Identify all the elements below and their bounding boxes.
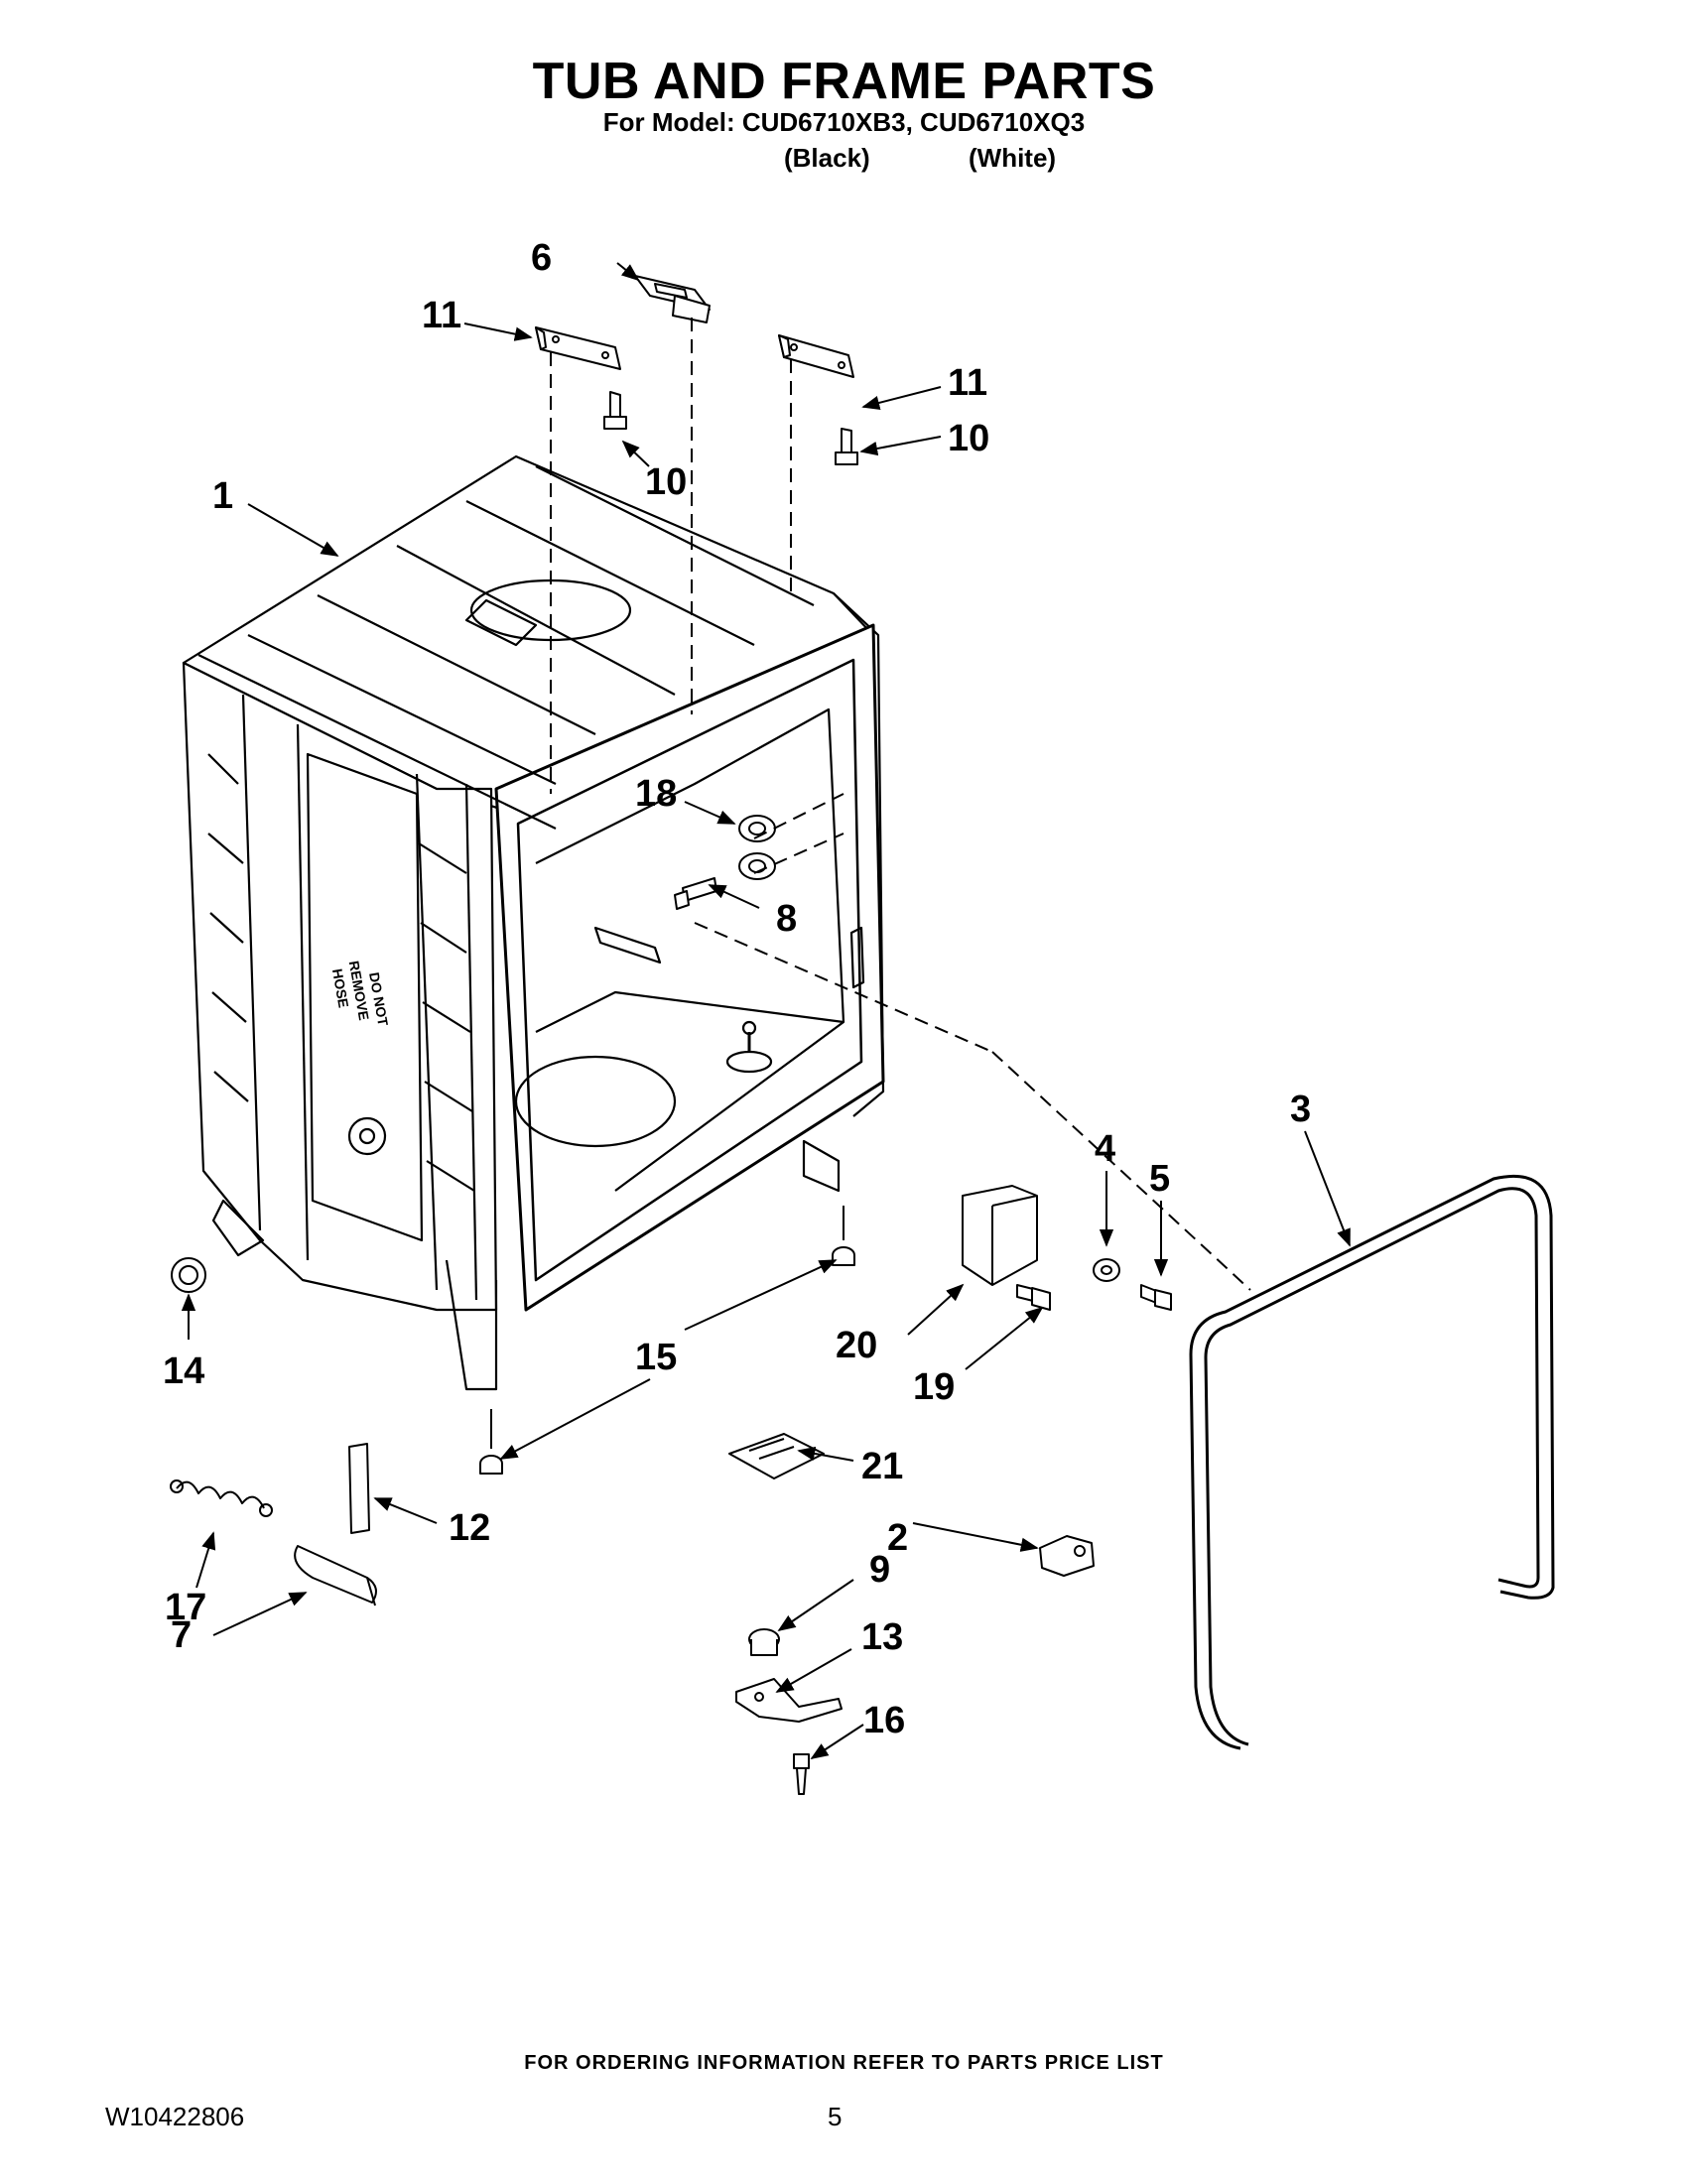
- part-9-nut: [748, 1628, 780, 1656]
- part-6-bracket: [634, 275, 711, 323]
- part-17-spring: [170, 1479, 273, 1517]
- callout-19: 19: [913, 1366, 955, 1408]
- part-15-foot-left: [479, 1409, 503, 1475]
- part-21-plate: [728, 1433, 825, 1479]
- callout-1: 1: [212, 475, 233, 517]
- variant-white-label: (White): [969, 143, 1057, 173]
- callout-11-left: 11: [422, 295, 461, 336]
- model-subtitle: For Model: CUD6710XB3, CUD6710XQ3: [602, 107, 1086, 137]
- callout-12: 12: [449, 1507, 490, 1549]
- callout-11-right: 11: [948, 362, 987, 404]
- callout-21: 21: [861, 1446, 903, 1487]
- svg-text:HOSE: HOSE: [329, 967, 352, 1009]
- part-12-strip: [348, 1443, 370, 1534]
- part-20-bracket: [962, 1185, 1038, 1286]
- part-15-foot-right: [832, 1206, 855, 1266]
- callout-10-right: 10: [948, 418, 989, 459]
- callout-4: 4: [1095, 1128, 1115, 1170]
- assembly-lines: [550, 318, 1251, 1291]
- part-7-pad: [294, 1545, 377, 1606]
- part-2-clip: [1039, 1535, 1095, 1577]
- document-number: W10422806: [105, 2102, 245, 2131]
- callout-13: 13: [861, 1616, 903, 1658]
- ordering-note: FOR ORDERING INFORMATION REFER TO PARTS …: [524, 2052, 1164, 2074]
- part-18-grommets: [738, 815, 776, 880]
- part-10-screw-right: [835, 428, 858, 465]
- callout-6: 6: [531, 237, 552, 279]
- callout-arrows: [181, 262, 1351, 1759]
- part-14-knob: [171, 1257, 206, 1293]
- callout-2: 2: [887, 1517, 908, 1559]
- callout-5: 5: [1149, 1158, 1170, 1200]
- part-3-door-gasket: [1189, 1174, 1555, 1750]
- tub-assembly: [182, 454, 885, 1391]
- callout-20: 20: [836, 1325, 877, 1366]
- callout-17: 17: [165, 1587, 206, 1628]
- part-11-bracket-right: [778, 334, 854, 378]
- callout-7: 7: [171, 1614, 192, 1656]
- part-5-screw: [1140, 1284, 1172, 1311]
- callout-10-left: 10: [645, 461, 687, 503]
- callout-15: 15: [635, 1337, 677, 1378]
- part-10-screw-left: [603, 391, 627, 430]
- part-11-bracket-left: [535, 326, 621, 370]
- part-16-screw: [793, 1753, 810, 1795]
- callout-18: 18: [635, 773, 677, 815]
- callout-labels: 1 2 3 4 5 6 7 8 9 10 10 11 11 12 13 14 1…: [163, 237, 1311, 1741]
- callout-16: 16: [863, 1700, 905, 1741]
- callout-3: 3: [1290, 1089, 1311, 1130]
- callout-8: 8: [776, 898, 797, 940]
- callout-9: 9: [869, 1549, 890, 1591]
- page-title: TUB AND FRAME PARTS: [532, 53, 1156, 110]
- page-number: 5: [828, 2102, 843, 2131]
- callout-14: 14: [163, 1350, 204, 1392]
- part-4-washer: [1093, 1258, 1120, 1282]
- part-19-screw: [1016, 1284, 1051, 1311]
- variant-black-label: (Black): [784, 143, 870, 173]
